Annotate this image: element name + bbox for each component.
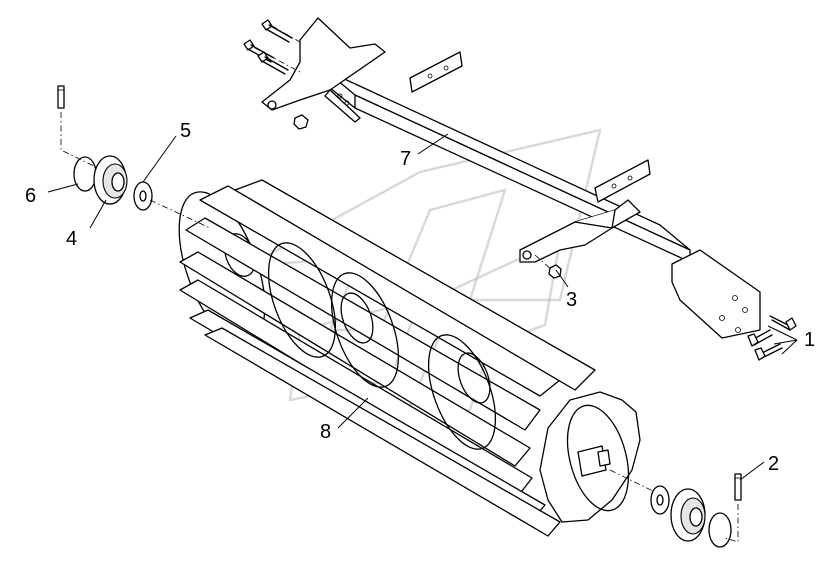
callout-2: 2 <box>739 453 779 481</box>
callout-label-5: 5 <box>180 120 191 142</box>
bolts-right <box>747 315 797 361</box>
callout-6: 6 <box>25 183 79 207</box>
bolts-upper-left <box>243 19 301 75</box>
callout-label-8: 8 <box>320 421 331 443</box>
callout-label-3: 3 <box>566 289 577 311</box>
callout-1: 1 <box>767 325 815 355</box>
callout-8: 8 <box>320 397 369 443</box>
callout-5: 5 <box>142 120 191 183</box>
callout-label-2: 2 <box>768 453 779 475</box>
left-bearing-group <box>57 85 211 229</box>
callout-7: 7 <box>400 133 449 170</box>
callout-label-7: 7 <box>400 148 411 170</box>
callout-label-1: 1 <box>804 329 815 351</box>
right-bearing-group <box>609 469 742 548</box>
callout-3: 3 <box>555 269 577 311</box>
roller-cage <box>178 179 641 537</box>
callout-label-6: 6 <box>25 185 36 207</box>
callout-label-4: 4 <box>66 228 77 250</box>
frame-beam <box>261 17 761 339</box>
callout-4: 4 <box>66 199 107 250</box>
